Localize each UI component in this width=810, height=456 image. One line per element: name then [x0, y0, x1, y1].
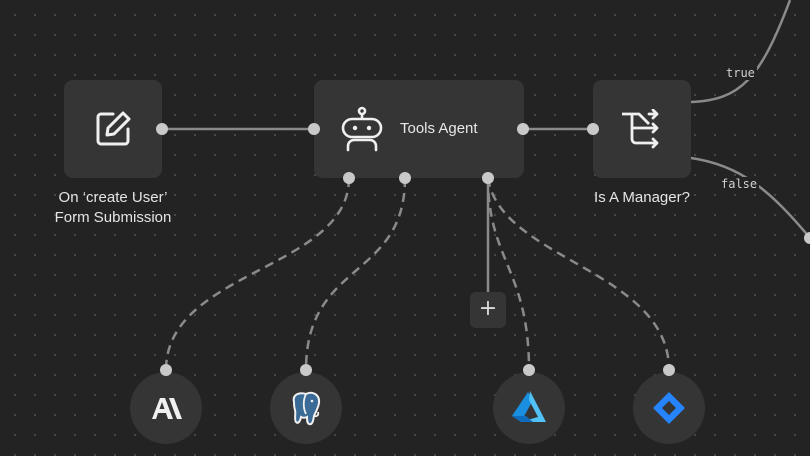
agent-output-handle[interactable]: [517, 123, 529, 135]
agent-memory-handle[interactable]: [399, 172, 411, 184]
agent-input-handle[interactable]: [308, 123, 320, 135]
edge-tool-postgres: [304, 177, 407, 371]
true-branch-label: true: [724, 66, 757, 80]
jira-output-handle[interactable]: [663, 364, 675, 376]
anthropic-output-handle[interactable]: [160, 364, 172, 376]
false-branch-label: false: [719, 177, 760, 191]
azure-output-handle[interactable]: [523, 364, 535, 376]
edge-tool-jira: [486, 177, 671, 371]
anthropic-logo-icon: [152, 398, 182, 419]
trigger-node[interactable]: [64, 80, 162, 178]
robot-icon: [341, 106, 383, 152]
false-branch-end-handle[interactable]: [804, 232, 810, 244]
branch-icon: [622, 109, 659, 149]
trigger-node-label: On ‘create User’ Form Submission: [54, 189, 172, 226]
agent-model-handle[interactable]: [343, 172, 355, 184]
tool-node-anthropic[interactable]: [130, 372, 202, 444]
edge-tool-azure: [486, 177, 531, 371]
add-tool-button[interactable]: +: [470, 292, 506, 328]
edge-tool-anthropic: [164, 177, 351, 371]
azure-logo-icon: [512, 391, 546, 422]
tool-node-postgres[interactable]: [270, 372, 342, 444]
jira-logo-icon: [653, 392, 685, 424]
tools-agent-label: Tools Agent: [400, 120, 478, 137]
trigger-output-handle[interactable]: [156, 123, 168, 135]
postgres-elephant-icon: [292, 391, 321, 426]
switch-input-handle[interactable]: [587, 123, 599, 135]
manager-switch-node[interactable]: [593, 80, 691, 178]
tool-node-azure[interactable]: [493, 372, 565, 444]
postgres-output-handle[interactable]: [300, 364, 312, 376]
tool-node-jira[interactable]: [633, 372, 705, 444]
agent-tool-handle[interactable]: [482, 172, 494, 184]
tools-agent-node[interactable]: Tools Agent: [314, 80, 524, 178]
manager-switch-label: Is A Manager?: [594, 189, 690, 206]
edge-true-branch: [690, 0, 792, 104]
edit-icon: [96, 111, 131, 146]
